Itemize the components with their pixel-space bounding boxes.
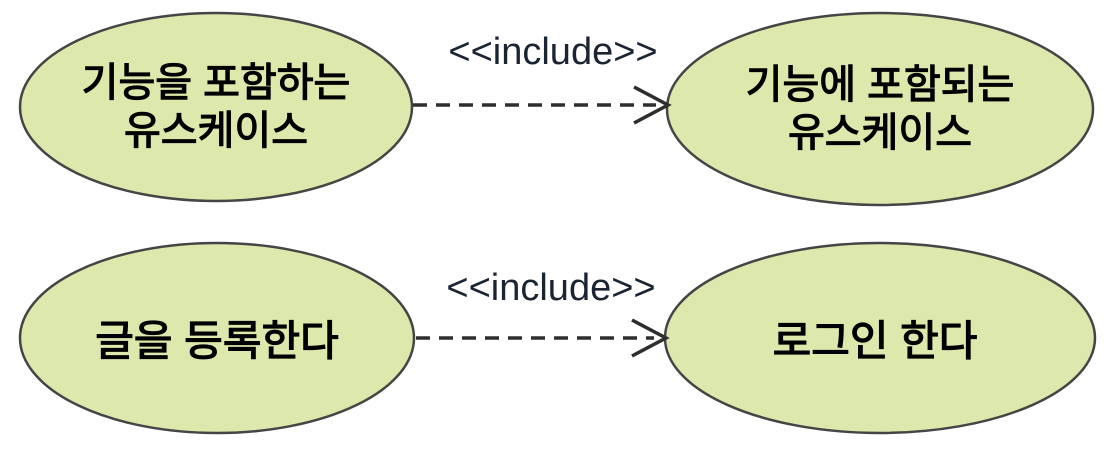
use-case-ellipse-border	[18, 241, 416, 435]
open-arrowhead-icon	[633, 85, 672, 125]
open-arrowhead-icon	[631, 318, 670, 358]
use-case-label-line1: 기능을 포함하는	[82, 61, 351, 105]
use-case-label-line1: 로그인 한다	[773, 318, 978, 365]
include-stereotype-label: <<include>>	[448, 31, 657, 73]
use-case-ellipse	[667, 13, 1093, 205]
include-stereotype-label: <<include>>	[446, 267, 655, 309]
use-case-ellipse	[665, 243, 1095, 433]
use-case-ellipse-border	[665, 11, 1095, 207]
use-case-label-line2: 유스케이스	[788, 111, 972, 155]
use-case-ellipse	[20, 13, 412, 201]
use-case-label-line1: 글을 등록한다	[95, 318, 339, 365]
use-case-label-line1: 기능에 포함되는	[746, 63, 1015, 107]
include-relationship-bottom: <<include>>	[416, 267, 670, 358]
use-case-ellipse	[20, 243, 414, 433]
use-case-label-line2: 유스케이스	[124, 109, 308, 153]
use-case-ellipse-border	[18, 11, 414, 203]
use-case-including: 기능을 포함하는 유스케이스	[18, 11, 414, 203]
include-relationship-top: <<include>>	[413, 31, 672, 125]
use-case-register-post: 글을 등록한다	[18, 241, 416, 435]
use-case-login: 로그인 한다	[663, 241, 1097, 435]
use-case-included: 기능에 포함되는 유스케이스	[665, 11, 1095, 207]
